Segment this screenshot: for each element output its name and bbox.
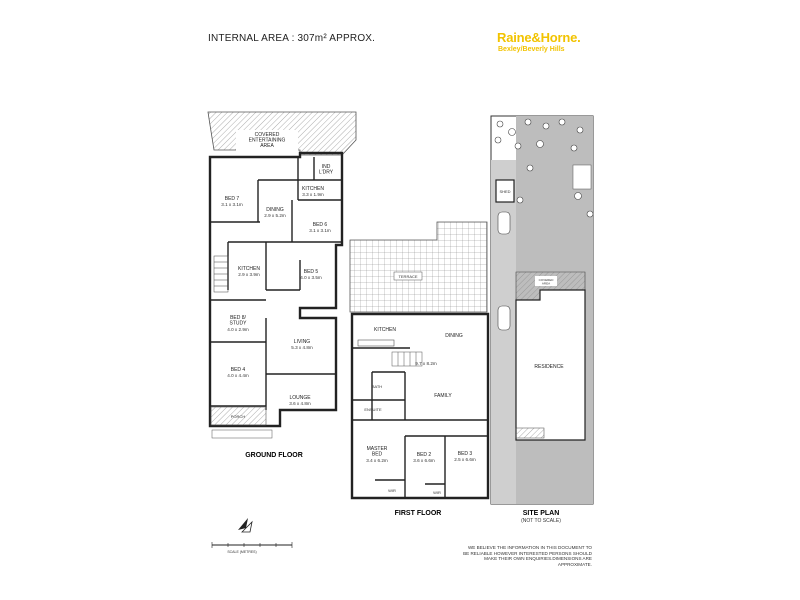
room-bed4: BED 4 [231,367,246,373]
dims-kitchen-rear: 3.3 x 1.9m [302,192,324,197]
dims-bed5: 4.0 x 3.5m [300,275,322,280]
room-wir-2: WIR [433,490,441,495]
room-kitchen-rear: KITCHEN [302,186,324,192]
scale-bar-label: SCALE (METRES) [227,550,256,554]
dims-dining-ground: 2.9 x 5.2m [264,213,286,218]
internal-area-label: INTERNAL AREA : 307m² APPROX. [208,33,376,44]
room-family: FAMILY [434,393,452,399]
room-bed8-study: BED 8/STUDY [230,315,248,327]
room-dining-ground: DINING [266,207,284,213]
dims-bed7: 3.1 x 3.1m [221,202,243,207]
room-dining-first: DINING [445,333,463,339]
room-bath: BATH [372,384,382,389]
dims-family: 9.7 x 8.2m [415,361,437,366]
room-bed2: BED 2 [417,452,432,458]
shed-building [495,179,515,203]
dims-bed3: 2.5 x 6.6m [454,457,476,462]
room-kitchen-first: KITCHEN [374,327,396,333]
car-icon [497,211,511,235]
disclaimer-text: WE BELIEVE THE INFORMATION IN THIS DOCUM… [463,545,592,567]
room-bed6: BED 6 [313,222,328,228]
site-plan-title: SITE PLAN [523,510,560,517]
residence-building [515,289,586,441]
dims-bed2: 3.6 x 6.6m [413,458,435,463]
brand-logo-name: Raine&Horne. [497,30,581,45]
north-arrow-icon [238,518,253,533]
brand-office-name: Bexley/Beverly Hills [498,46,565,53]
dims-bed6: 3.1 x 3.1m [309,228,331,233]
scale-bar: SCALE (METRES) [211,542,293,554]
car-icon [497,305,511,331]
site-plan-subtitle: (NOT TO SCALE) [521,518,561,524]
room-wir-1: WIR [388,488,396,493]
room-terrace: TERRACE [398,274,417,279]
room-ensuite: ENSUITE [364,407,382,412]
ground-floor-title: GROUND FLOOR [245,452,303,459]
dims-bed4: 4.0 x 4.4m [227,373,249,378]
room-bed5: BED 5 [304,269,319,275]
room-living: LIVING [294,339,311,345]
dims-kitchen-front: 2.9 x 3.9m [238,272,260,277]
tree-icons [494,118,594,218]
dims-living: 5.3 x 4.8m [291,345,313,350]
shed-label: SHED [499,189,510,194]
dims-bed8: 4.0 x 2.9m [227,327,249,332]
first-floor-title: FIRST FLOOR [395,510,442,517]
room-bed7: BED 7 [225,196,240,202]
terrace-area [349,221,488,313]
room-porch: PORCH [231,414,246,419]
residence-label: RESIDENCE [534,364,564,370]
room-lounge: LOUNGE [289,395,311,401]
room-kitchen-front: KITCHEN [238,266,260,272]
porch-area [210,406,267,426]
dims-master-bed: 3.4 x 6.2m [366,458,388,463]
room-bed3: BED 3 [458,451,473,457]
first-floor-plan: TERRACE KITCHEN DINING 9.7 x 8.2m FA [349,221,490,517]
dims-lounge: 3.6 x 4.8m [289,401,311,406]
